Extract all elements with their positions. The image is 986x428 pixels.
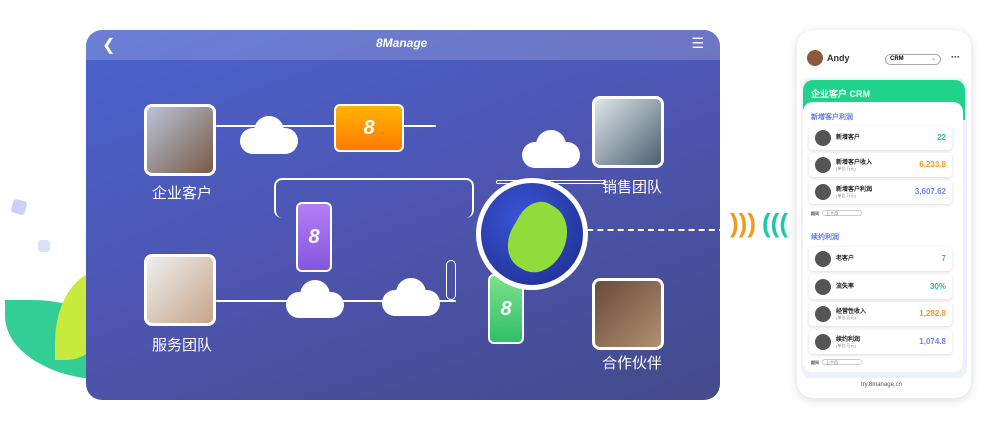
enterprise-photo	[144, 104, 216, 176]
service-label: 服务团队	[152, 337, 213, 354]
footer-link[interactable]: try.8manage.cn	[861, 382, 902, 388]
decor-square	[10, 198, 28, 216]
crm-title: 企业客户 CRM	[811, 89, 870, 99]
item-sub: (单位:万元)	[836, 166, 856, 171]
connector	[446, 260, 456, 300]
filter-label: 期间	[811, 360, 819, 365]
item-value: 6,233.8	[919, 160, 946, 169]
sales-label: 销售团队	[602, 179, 663, 196]
item-image	[815, 130, 831, 146]
item-value: 3,607.62	[914, 187, 946, 196]
item-label: 老客户	[836, 256, 855, 262]
item-value: 30%	[929, 282, 946, 291]
cloud-icon	[522, 130, 580, 168]
item-image	[815, 157, 831, 173]
item-image	[815, 306, 831, 322]
avatar	[807, 50, 823, 66]
item-label: 续约利润	[836, 337, 861, 343]
item-label: 新增客户利润	[836, 187, 873, 193]
partner-photo	[592, 278, 664, 350]
dashed-connector	[486, 229, 720, 231]
main-panel: ❮ 8Manage ☰ 企业客户 销售团队 服务团队 合作伙伴 8 8 8	[86, 30, 720, 400]
item-value: 22	[937, 133, 946, 142]
list-item[interactable]: 续约利润(单位:万元) 1,074.8	[809, 330, 952, 354]
period-filter[interactable]: 期间上个月	[811, 210, 862, 217]
top-bar: ❮ 8Manage ☰	[86, 30, 720, 60]
list-item[interactable]: 老客户 7	[809, 247, 952, 271]
hamburger-icon[interactable]: ☰	[691, 35, 704, 51]
period-filter[interactable]: 期间上个月	[811, 359, 862, 366]
globe-icon	[476, 178, 588, 290]
partner-label: 合作伙伴	[602, 355, 663, 372]
sales-photo	[592, 96, 664, 168]
item-label: 流失率	[836, 284, 855, 290]
connector	[216, 125, 436, 127]
app-badge-purple: 8	[296, 202, 332, 272]
filter-select[interactable]: 上个月	[822, 210, 862, 216]
phone-mockup: Andy CRM ⌄ ··· 企业客户 CRM 新增客户利润 新增客户 22 新增客…	[797, 30, 971, 398]
signal-right-icon: (((	[762, 208, 788, 238]
item-label: 经营性收入	[836, 309, 867, 315]
service-photo	[144, 254, 216, 326]
module-select[interactable]: CRM ⌄	[885, 54, 941, 65]
chevron-left-icon[interactable]: ❮	[102, 37, 116, 54]
list-item[interactable]: 经营性收入(单位:万元) 1,282.8	[809, 302, 952, 326]
item-image	[815, 279, 831, 295]
section-title: 续约利润	[811, 234, 839, 241]
chevron-down-icon: ⌄	[930, 56, 936, 62]
list-item[interactable]: 流失率 30%	[809, 275, 952, 299]
logo: 8Manage	[376, 36, 428, 50]
item-value: 1,074.8	[919, 337, 946, 346]
user-name: Andy	[827, 53, 850, 63]
app-badge-orange: 8	[334, 104, 404, 152]
item-image	[815, 184, 831, 200]
item-sub: (单位:万元)	[836, 343, 856, 348]
enterprise-label: 企业客户	[152, 185, 213, 202]
connector	[274, 178, 474, 218]
signal-left-icon: )))	[730, 208, 756, 238]
cloud-icon	[240, 116, 298, 154]
cloud-icon	[286, 280, 344, 318]
filter-label: 期间	[811, 211, 819, 216]
item-sub: (单位:万元)	[836, 315, 856, 320]
list-item[interactable]: 新增客户利润(单位:万元) 3,607.62	[809, 180, 952, 204]
section-title: 新增客户利润	[811, 114, 853, 121]
item-sub: (单位:万元)	[836, 193, 856, 198]
decor-square	[38, 240, 50, 252]
more-icon[interactable]: ···	[951, 52, 960, 62]
item-label: 新增客户	[836, 135, 861, 141]
item-value: 1,282.8	[919, 309, 946, 318]
item-image	[815, 251, 831, 267]
module-value: CRM	[890, 56, 904, 62]
filter-select[interactable]: 上个月	[822, 359, 862, 365]
list-item[interactable]: 新增客户 22	[809, 126, 952, 150]
item-label: 新增客户收入	[836, 160, 873, 166]
cloud-icon	[382, 278, 440, 316]
item-image	[815, 334, 831, 350]
item-value: 7	[941, 254, 946, 263]
list-item[interactable]: 新增客户收入(单位:万元) 6,233.8	[809, 153, 952, 177]
